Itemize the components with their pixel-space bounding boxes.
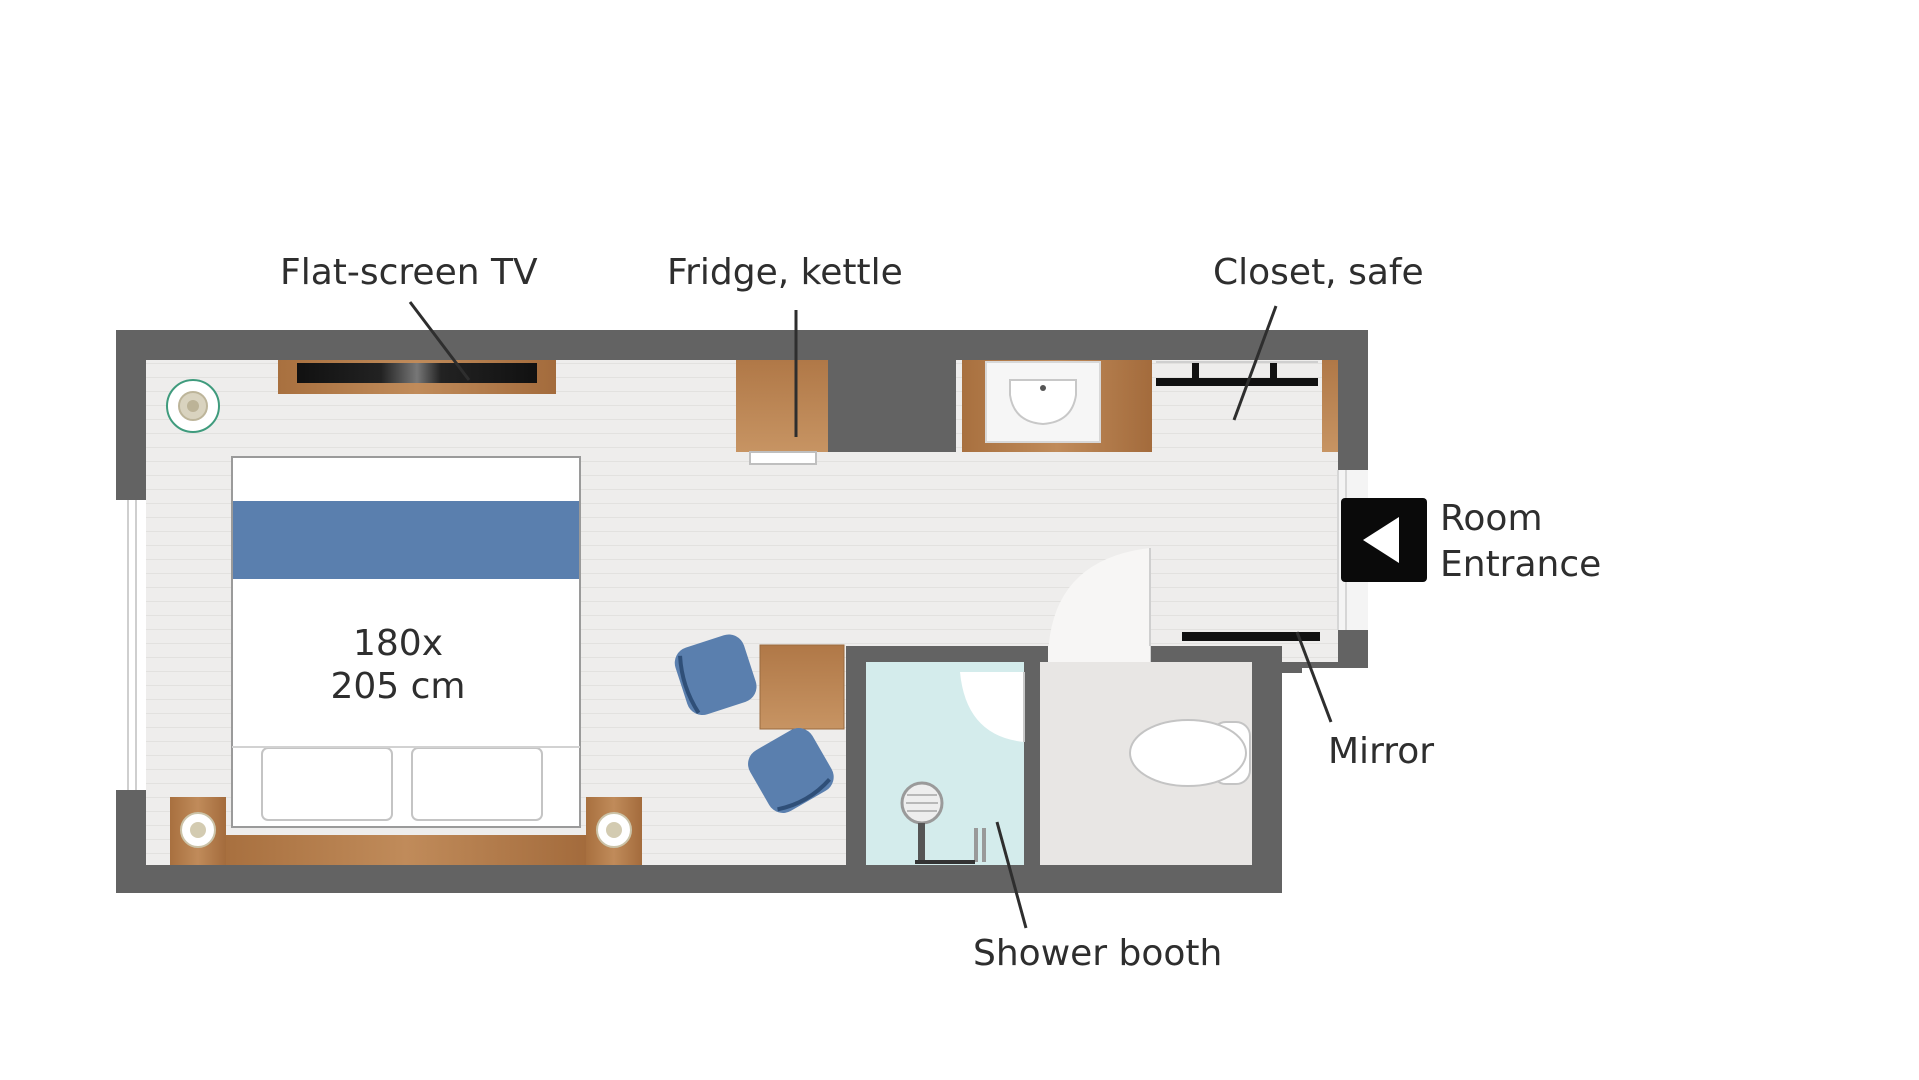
label-mirror: Mirror xyxy=(1328,731,1434,772)
bathroom xyxy=(846,548,1320,865)
chair-icon xyxy=(748,728,834,813)
tv-console xyxy=(278,360,556,394)
lamp-icon xyxy=(166,379,220,433)
bed xyxy=(170,456,642,865)
desk xyxy=(759,644,845,730)
closet xyxy=(1156,360,1338,452)
entrance-arrow-icon xyxy=(1341,498,1427,582)
bed-size-line2: 205 cm xyxy=(330,666,465,707)
label-fridge-kettle: Fridge, kettle xyxy=(667,252,903,293)
label-room-entrance-line1: Room xyxy=(1440,498,1543,539)
chair-icon xyxy=(674,634,757,715)
label-shower-booth: Shower booth xyxy=(973,933,1222,974)
bed-size-line1: 180x xyxy=(353,623,443,664)
sink-unit xyxy=(962,360,1152,452)
window xyxy=(116,500,146,790)
label-flat-screen-tv: Flat-screen TV xyxy=(280,252,538,293)
label-room-entrance-line2: Entrance xyxy=(1440,544,1601,585)
label-closet-safe: Closet, safe xyxy=(1213,252,1424,293)
leader-lines xyxy=(408,301,1333,929)
fridge-cabinet xyxy=(736,360,828,465)
